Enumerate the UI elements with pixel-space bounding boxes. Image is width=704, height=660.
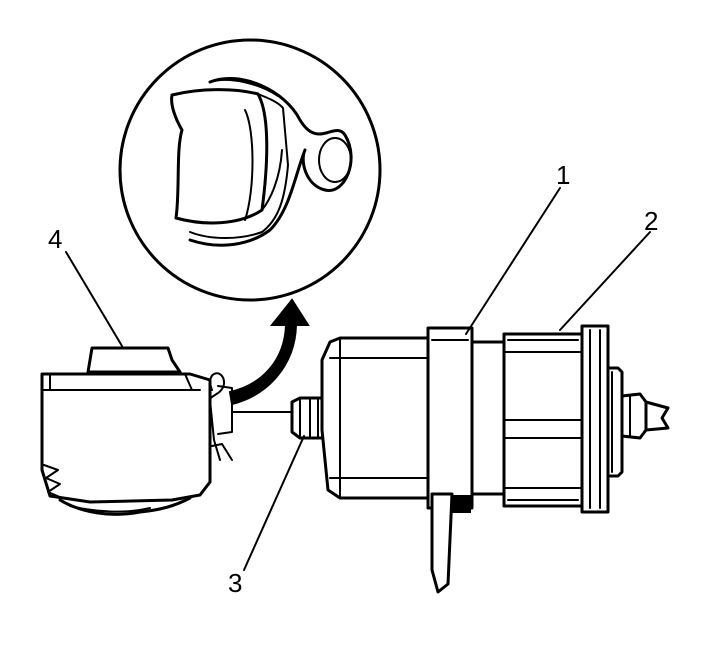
detail-magnifier (118, 38, 382, 302)
leader-line-4 (65, 251, 123, 347)
leader-line-2 (559, 231, 651, 331)
leader-line-1 (465, 187, 561, 335)
leader-lines (65, 187, 651, 571)
electrical-connector (40, 346, 233, 516)
detail-circle (118, 38, 382, 302)
detail-arrow-icon (228, 298, 310, 406)
callout-4: 4 (48, 224, 62, 254)
sensor-assembly (320, 324, 670, 594)
detail-connector-body (170, 88, 269, 225)
callout-3: 3 (228, 568, 242, 598)
detail-clip-wire (188, 76, 353, 247)
callout-2: 2 (644, 206, 658, 236)
leader-line-3 (243, 435, 305, 571)
callout-1: 1 (556, 160, 570, 190)
